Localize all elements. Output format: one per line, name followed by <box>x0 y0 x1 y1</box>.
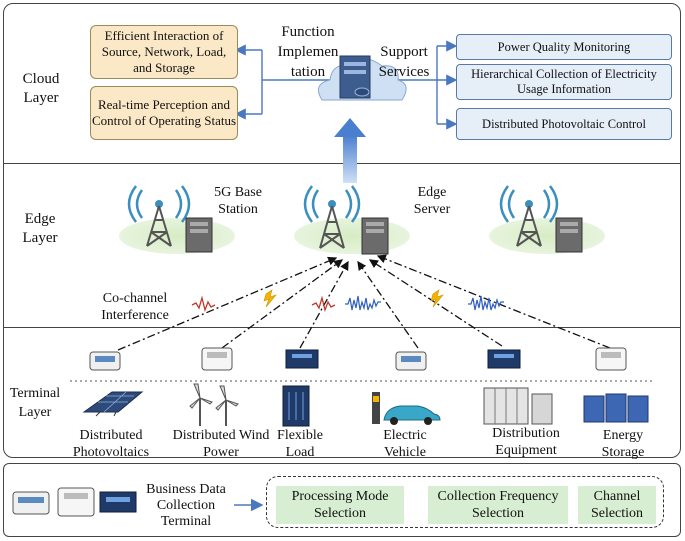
collection-terminal-1 <box>89 351 121 371</box>
lightning-icon-2 <box>430 289 444 308</box>
terminal-label-pv: Distributed Photovoltaics <box>72 428 150 460</box>
cloud-edge-divider <box>3 163 681 164</box>
terminal-label-wind: Distributed Wind Power <box>172 428 270 460</box>
service-box-power-quality: Power Quality Monitoring <box>456 34 672 60</box>
interference-wave-blue-2 <box>468 295 504 311</box>
collection-terminal-3 <box>285 349 319 369</box>
collection-frequency-selection: Collection Frequency Selection <box>428 486 568 524</box>
interaction-box: Efficient Interaction of Source, Network… <box>90 25 238 79</box>
channel-selection: Channel Selection <box>578 486 656 524</box>
interference-wave-red-2 <box>311 295 336 313</box>
electric-vehicle-icon <box>372 392 441 425</box>
terminal-label-ev: Electric Vehicle <box>383 428 427 460</box>
legend-device-2 <box>57 487 95 517</box>
interference-label: Co-channel Interference <box>101 291 169 323</box>
collection-terminal-2 <box>201 347 233 371</box>
legend-device-3 <box>99 491 137 513</box>
base-station-right <box>489 185 605 254</box>
service-box-pv-control: Distributed Photovoltaic Control <box>456 108 672 140</box>
perception-box: Real-time Perception and Control of Oper… <box>90 86 238 140</box>
edge-layer-label: Edge Layer <box>22 211 58 246</box>
terminal-label-distribution: Distribution Equipment <box>492 426 560 458</box>
wind-turbine-icon <box>189 383 239 426</box>
solar-panel-icon <box>82 391 144 417</box>
collection-terminal-6 <box>595 347 627 371</box>
cloud-left-connector <box>234 44 338 120</box>
interference-wave-blue-1 <box>345 295 381 311</box>
service-box-hierarchical-collection: Hierarchical Collection of Electricity U… <box>456 64 672 100</box>
cloud-layer-label: Cloud Layer <box>22 71 60 106</box>
legend-device-1 <box>12 491 50 515</box>
distribution-equipment-icon <box>483 387 553 425</box>
base-station-left <box>119 185 235 254</box>
collection-terminal-5 <box>487 349 521 369</box>
edge-server-label: Edge Server <box>413 185 451 217</box>
uplink-arrow <box>334 118 366 183</box>
interference-wave-red-1 <box>191 295 216 313</box>
cloud-right-connector <box>392 40 458 130</box>
terminal-layer-label: Terminal Layer <box>9 386 61 420</box>
flexible-load-cabinet-icon <box>282 385 310 427</box>
support-services-label: Support Services <box>378 44 430 80</box>
selection-group <box>266 476 664 528</box>
collection-terminal-label: Business Data Collection Terminal <box>146 482 226 529</box>
base-station-center <box>294 185 410 255</box>
function-implementation-label: Function Implemen tation <box>277 24 339 80</box>
base-station-label: 5G Base Station <box>214 185 262 217</box>
lightning-icon-1 <box>263 289 277 308</box>
processing-mode-selection: Processing Mode Selection <box>276 486 404 524</box>
energy-storage-icon <box>583 393 649 423</box>
terminal-label-flexible-load: Flexible Load <box>277 428 323 460</box>
terminal-label-storage: Energy Storage <box>601 428 645 460</box>
collection-terminal-4 <box>395 351 427 371</box>
cloud-server-icon <box>317 55 407 101</box>
edge-terminal-divider <box>3 327 681 328</box>
bottom-legend-frame <box>3 463 681 537</box>
uplink-dashdot-lines <box>117 254 611 351</box>
